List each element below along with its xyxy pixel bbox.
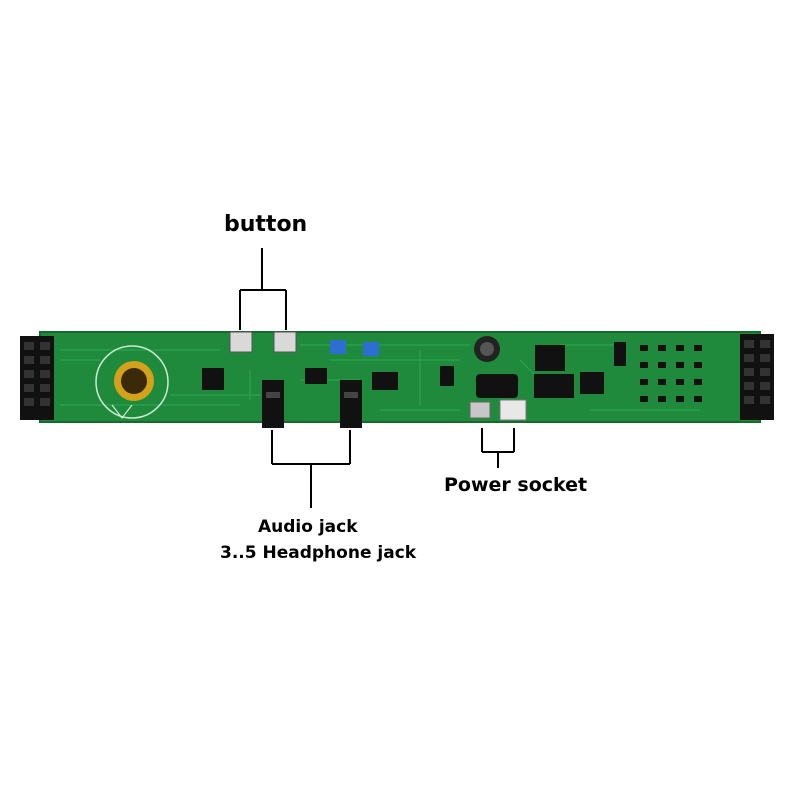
callout-lines (239, 248, 515, 508)
potentiometers (330, 340, 379, 356)
pcb-traces (60, 344, 700, 411)
power-socket-label: Power socket (444, 474, 588, 496)
button-label: button (224, 212, 308, 237)
inductor (474, 336, 500, 362)
capacitor (476, 374, 518, 398)
tactile-button-icon (229, 331, 297, 353)
audio-jack-label: Audio jack (258, 517, 358, 537)
audio-jack-icon (262, 380, 362, 428)
right-pin-header-icon (740, 334, 774, 420)
headphone-jack-label: 3..5 Headphone jack (220, 543, 417, 563)
power-socket-icon (469, 399, 527, 421)
ic-chips (202, 342, 626, 398)
left-pin-header-icon (20, 336, 54, 420)
coin-cell-battery-icon (95, 345, 169, 419)
smd-components (640, 345, 702, 402)
